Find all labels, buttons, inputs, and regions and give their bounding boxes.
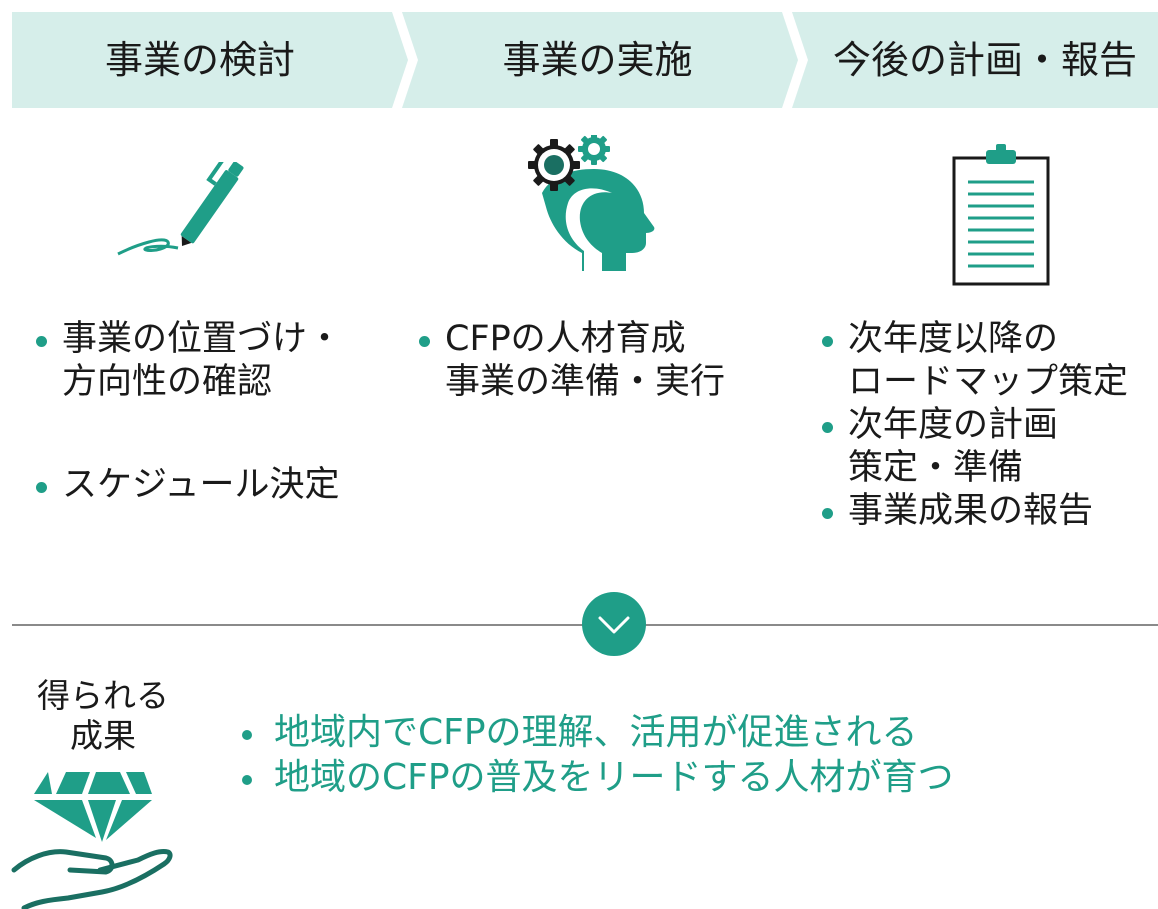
list-item: 次年度以降の ロードマップ策定: [818, 318, 1128, 404]
list-item-line: 事業の準備・実行: [445, 362, 726, 402]
list-item-line: 事業成果の報告: [848, 491, 1094, 531]
list-item-line: 次年度の計画: [848, 405, 1059, 445]
gears-head-icon: [528, 135, 655, 271]
list-item-line: 策定・準備: [848, 448, 1024, 488]
outcome-item: 地域のCFPの普及をリードする人材が育つ: [238, 755, 954, 800]
step-1-shape: [12, 12, 408, 108]
list-item: 事業成果の報告: [818, 490, 1128, 533]
step-3-label: 今後の計画・報告: [832, 38, 1137, 82]
large-gear: [528, 139, 580, 191]
chevron-down-icon: [582, 592, 646, 656]
step-1-label: 事業の検討: [104, 38, 295, 82]
outcome-item: 地域内でCFPの理解、活用が促進される: [238, 710, 954, 755]
result-label-line1: 得られる: [37, 676, 169, 715]
list-item: 事業の位置づけ・ 方向性の確認: [32, 318, 342, 404]
column-implementation: CFPの人材育成 事業の準備・実行: [415, 318, 725, 404]
list-item-line: 事業の位置づけ・: [62, 319, 343, 359]
step-2-shape: [402, 12, 798, 108]
column-consideration: 事業の位置づけ・ 方向性の確認 スケジュール決定: [32, 318, 342, 507]
step-2-label: 事業の実施: [502, 38, 693, 82]
gem-icon: [34, 772, 152, 842]
list-item-line: 次年度以降の: [848, 319, 1059, 359]
list-item: スケジュール決定: [32, 464, 342, 507]
list-item: 次年度の計画 策定・準備: [818, 404, 1128, 490]
pen-icon: [117, 162, 244, 256]
list-item-line: 方向性の確認: [62, 362, 273, 402]
list-item: CFPの人材育成 事業の準備・実行: [415, 318, 725, 404]
clipboard-icon: [952, 144, 1050, 286]
list-item-line: CFPの人材育成: [445, 319, 686, 359]
gem-in-hand-icon: [11, 772, 173, 909]
small-gear: [578, 135, 610, 165]
step-3-shape: [792, 12, 1158, 108]
list-item-line: ロードマップ策定: [848, 362, 1129, 402]
process-steps-banner: [12, 12, 1158, 108]
list-item-line: スケジュール決定: [62, 465, 340, 505]
result-label-line2: 成果: [70, 716, 136, 755]
column-plan-report: 次年度以降の ロードマップ策定 次年度の計画 策定・準備 事業成果の報告: [818, 318, 1128, 533]
outcome-list: 地域内でCFPの理解、活用が促進される 地域のCFPの普及をリードする人材が育つ: [238, 710, 954, 800]
